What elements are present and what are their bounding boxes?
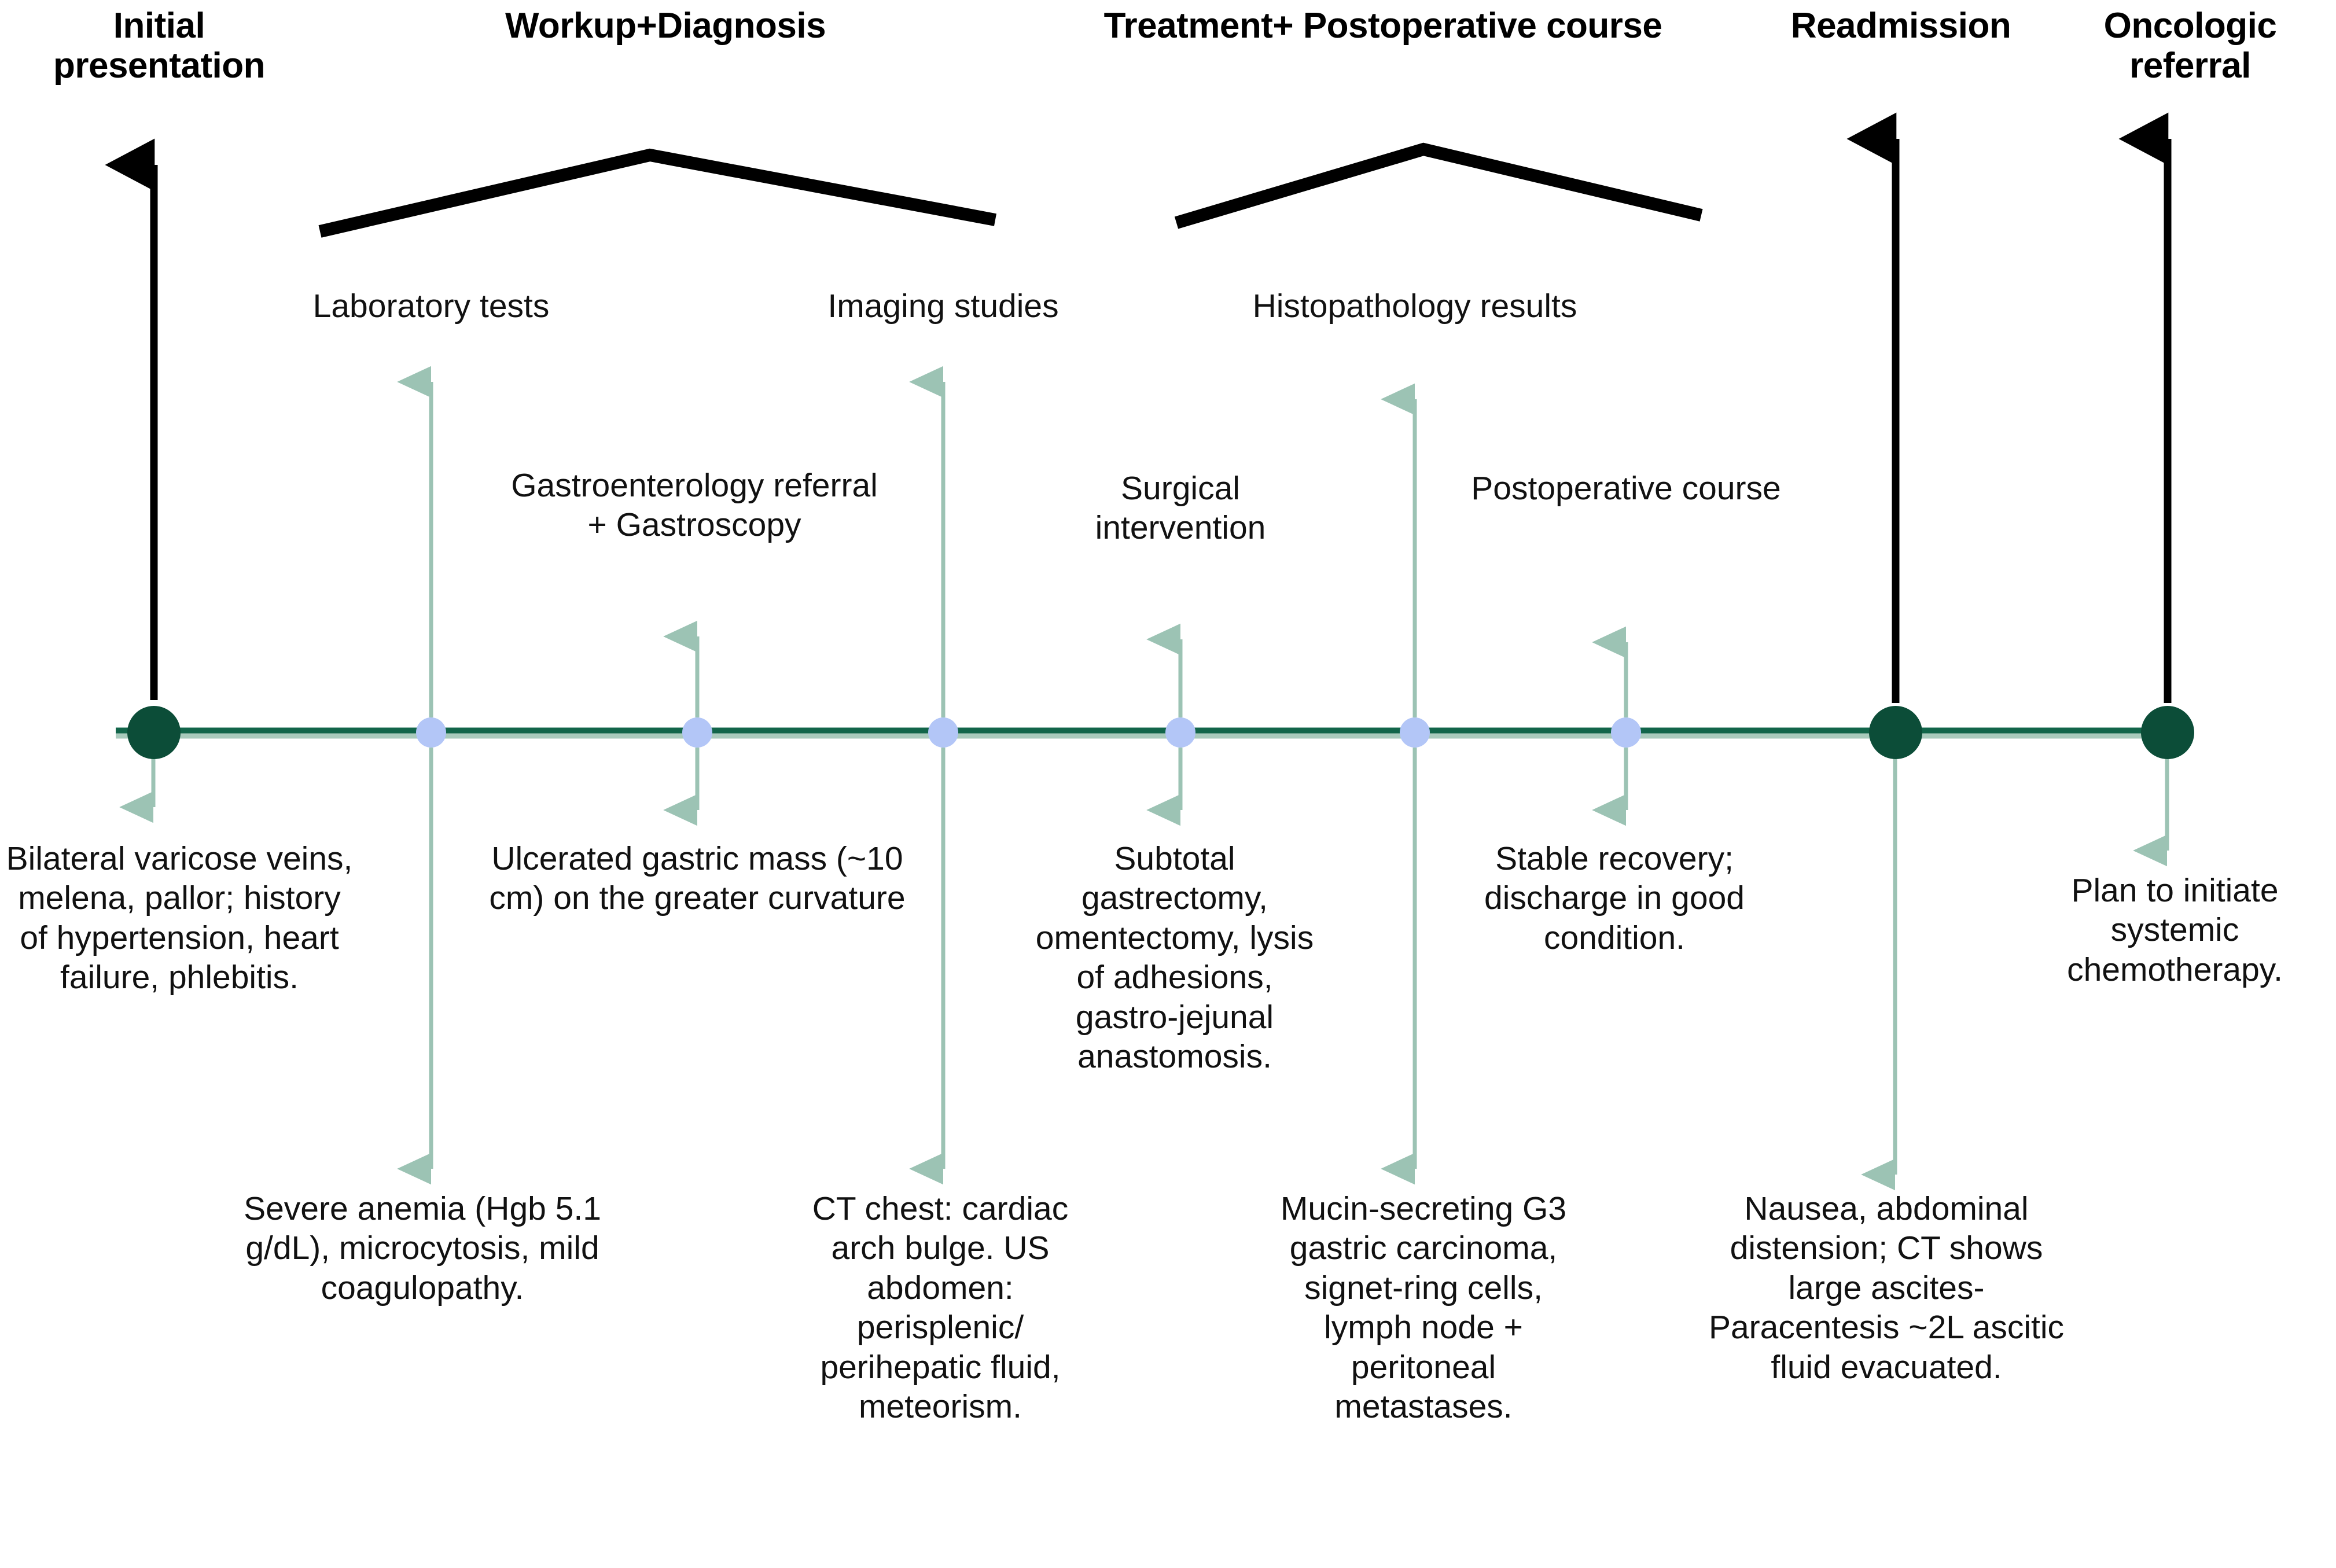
bracket-workup	[318, 148, 997, 238]
phase-brackets	[318, 142, 1703, 238]
detail-readmission: Nausea, abdominal distension; CT shows l…	[1708, 1190, 2065, 1386]
node-laboratory-tests[interactable]	[416, 717, 446, 748]
phase-header-initial-line2: presentation	[53, 46, 266, 86]
label-postoperative-course: Postoperative course	[1471, 470, 1781, 507]
detail-gastroenterology: Ulcerated gastric mass (~10 cm) on the g…	[489, 840, 906, 917]
label-gastroenterology: Gastroenterology referral + Gastroscopy	[511, 467, 878, 544]
detail-histopathology: Mucin-secreting G3 gastric carcinoma, si…	[1280, 1190, 1567, 1425]
detail-initial-presentation: Bilateral varicose veins, melena, pallor…	[6, 840, 353, 996]
label-surgical-intervention: Surgical intervention	[1095, 470, 1266, 547]
label-imaging-studies: Imaging studies	[827, 288, 1059, 325]
node-oncologic-referral[interactable]	[2141, 706, 2194, 759]
node-imaging-studies[interactable]	[928, 717, 958, 748]
node-readmission[interactable]	[1869, 706, 1922, 759]
detail-imaging-studies: CT chest: cardiac arch bulge. US abdomen…	[812, 1190, 1069, 1425]
label-laboratory-tests: Laboratory tests	[312, 288, 550, 325]
node-postoperative-course[interactable]	[1611, 717, 1641, 748]
timeline-axis	[116, 727, 2176, 739]
label-histopathology: Histopathology results	[1252, 288, 1577, 325]
phase-header-workup: Workup+Diagnosis	[505, 6, 826, 46]
phase-header-treatment: Treatment+ Postoperative course	[1103, 6, 1662, 46]
phase-header-initial-line1: Initial	[113, 6, 205, 46]
detail-postoperative-course: Stable recovery; discharge in good condi…	[1484, 840, 1745, 956]
detail-oncologic-referral: Plan to initiate systemic chemotherapy.	[2067, 872, 2283, 988]
bracket-treatment	[1174, 142, 1703, 229]
connector-stems	[119, 366, 2169, 1191]
phase-header-oncologic-line1: Oncologic	[2103, 6, 2277, 46]
detail-surgical-intervention: Subtotal gastrectomy, omentectomy, lysis…	[1035, 840, 1314, 1075]
phase-header-readmission: Readmission	[1790, 6, 2011, 46]
node-surgical-intervention[interactable]	[1165, 717, 1195, 748]
phase-arrows	[105, 112, 2172, 703]
phase-header-oncologic-line2: referral	[2129, 46, 2251, 86]
node-initial-presentation[interactable]	[127, 706, 181, 759]
node-histopathology[interactable]	[1400, 717, 1430, 748]
node-gastroenterology[interactable]	[682, 717, 712, 748]
phase-header-oncologic: Oncologic referral	[2051, 6, 2329, 86]
phase-header-initial: Initial presentation	[23, 6, 295, 86]
detail-laboratory-tests: Severe anemia (Hgb 5.1 g/dL), microcytos…	[244, 1190, 601, 1306]
